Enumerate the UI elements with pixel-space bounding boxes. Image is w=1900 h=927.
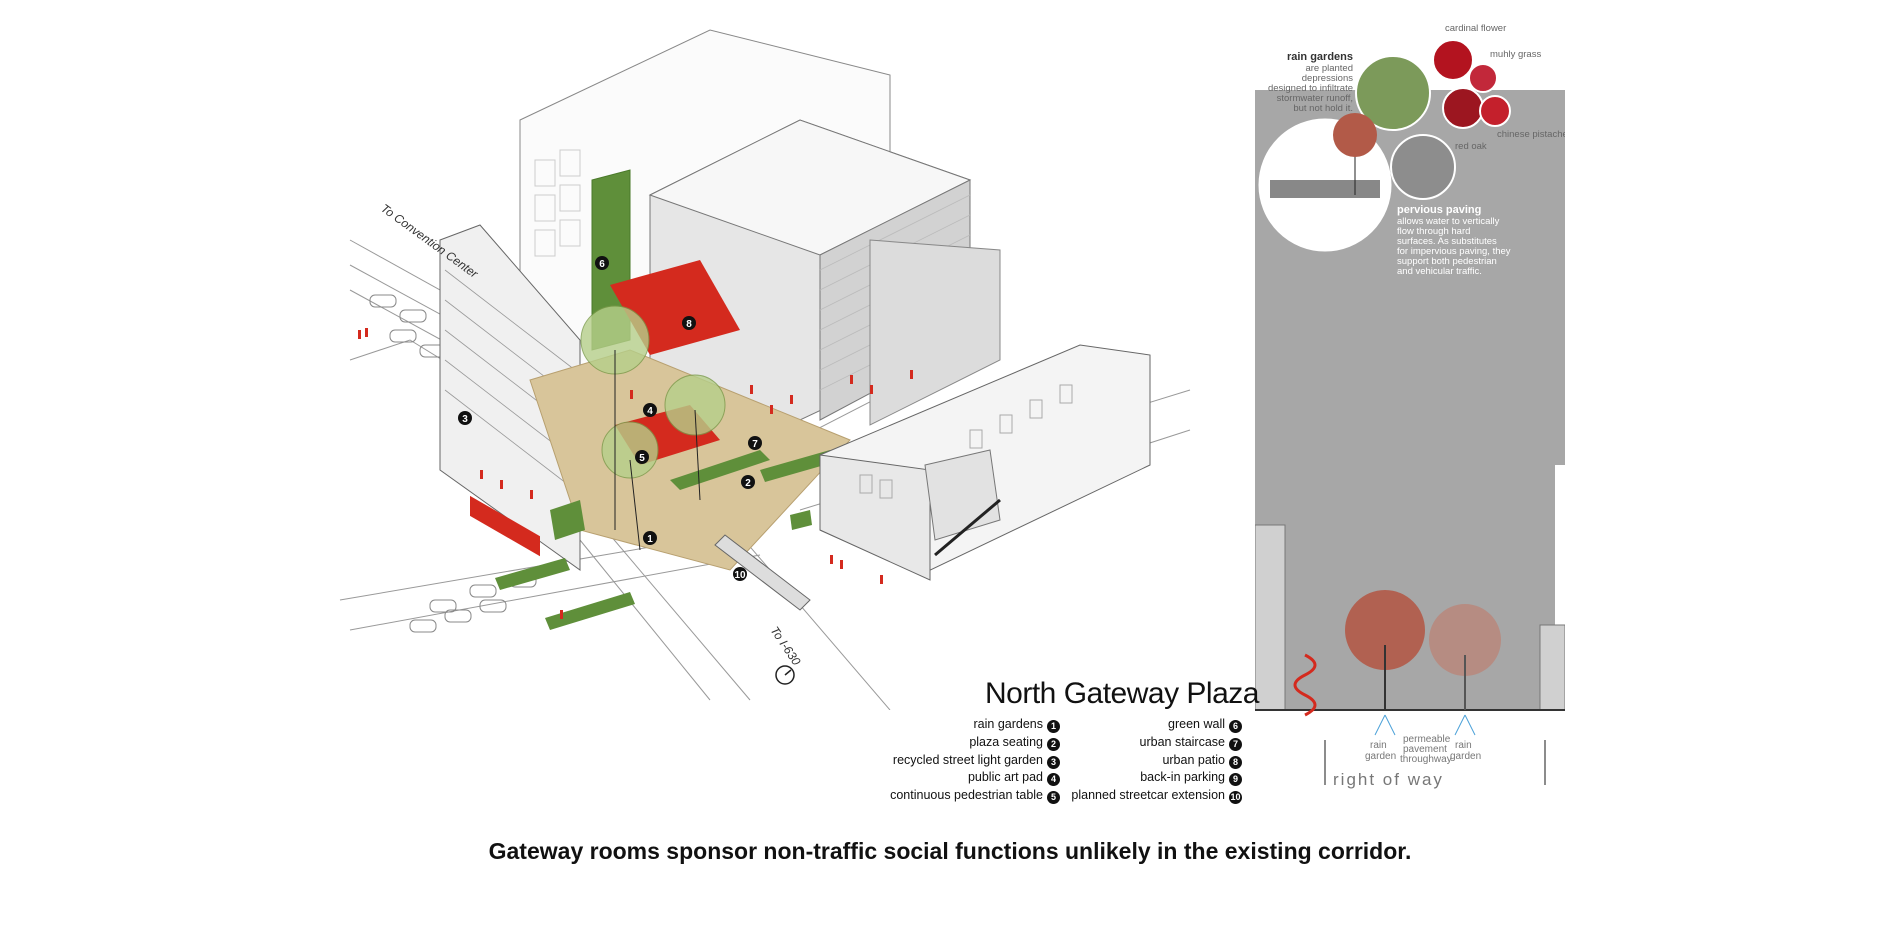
row-label-rain-2a: rain <box>1455 740 1472 751</box>
label-chinese-pistache: chinese pistache <box>1497 129 1565 140</box>
svg-text:4: 4 <box>647 406 653 417</box>
root-zones <box>1374 714 1476 736</box>
callout-chinese-pistache <box>1479 95 1511 127</box>
rain-gardens-line-1: are planted <box>1305 63 1353 74</box>
callout-red-oak <box>1442 87 1484 129</box>
pervious-paving-heading: pervious paving <box>1397 204 1481 216</box>
label-cardinal-flower: cardinal flower <box>1445 23 1506 34</box>
row-label-perm-a: permeable <box>1403 734 1451 745</box>
marker-10: 10 <box>733 567 747 581</box>
plaza-trees <box>580 305 726 551</box>
callout-section-paving <box>1270 180 1380 198</box>
marker-7: 7 <box>748 436 762 450</box>
row-label-rain-2b: garden <box>1450 751 1481 762</box>
callout-pervious-paving <box>1390 134 1456 200</box>
rain-gardens-line-3: designed to infiltrate <box>1268 83 1353 94</box>
rain-gardens-line-2: depressions <box>1302 73 1353 84</box>
marker-1: 1 <box>643 531 657 545</box>
svg-text:8: 8 <box>686 319 692 330</box>
right-low-building <box>819 344 1151 581</box>
svg-text:1: 1 <box>647 534 653 545</box>
caption: Gateway rooms sponsor non-traffic social… <box>488 838 1412 864</box>
svg-text:5: 5 <box>639 453 645 464</box>
label-red-oak: red oak <box>1455 141 1487 152</box>
rain-gardens-line-4: stormwater runoff, <box>1277 93 1353 104</box>
right-of-way-label: right of way <box>1333 770 1444 789</box>
svg-text:7: 7 <box>752 439 758 450</box>
pervious-line-5: support both pedestrian <box>1397 256 1497 267</box>
pervious-line-3: surfaces. As substitutes <box>1397 236 1497 247</box>
rain-garden-strips <box>495 450 835 630</box>
pervious-line-4: for impervious paving, they <box>1397 246 1511 257</box>
rain-gardens-heading: rain gardens <box>1287 51 1353 63</box>
marker-5: 5 <box>635 450 649 464</box>
diagram-title: North Gateway Plaza <box>985 677 1259 710</box>
marker-2: 2 <box>741 475 755 489</box>
red-spiral-stair <box>1293 653 1317 717</box>
pervious-line-1: allows water to vertically <box>1397 216 1500 227</box>
north-arrow-icon <box>775 665 795 685</box>
svg-text:6: 6 <box>599 259 605 270</box>
pervious-line-6: and vehicular traffic. <box>1397 266 1482 277</box>
people <box>358 328 913 619</box>
gray-box-building <box>648 119 1001 426</box>
callout-muhly-grass <box>1468 63 1498 93</box>
street-label-i630: To I-630 <box>768 624 804 668</box>
svg-text:10: 10 <box>734 570 746 581</box>
section-panel: rain garden permeable pavement throughwa… <box>1255 23 1565 789</box>
marker-4: 4 <box>643 403 657 417</box>
row-label-rain-1b: garden <box>1365 751 1396 762</box>
left-building <box>439 224 581 571</box>
row-label-rain-1a: rain <box>1370 740 1387 751</box>
svg-text:2: 2 <box>745 478 751 489</box>
label-muhly-grass: muhly grass <box>1490 49 1541 60</box>
pervious-line-2: flow through hard <box>1397 226 1470 237</box>
marker-8: 8 <box>682 316 696 330</box>
svg-text:3: 3 <box>462 414 468 425</box>
callout-cardinal-flower <box>1432 39 1474 81</box>
callout-rain-garden-photo <box>1355 55 1431 131</box>
marker-3: 3 <box>458 411 472 425</box>
streetcar <box>714 534 811 611</box>
section-trees <box>1345 590 1501 710</box>
marker-6: 6 <box>595 256 609 270</box>
rain-gardens-line-5: but not hold it. <box>1293 103 1353 114</box>
axonometric-drawing: To Convention Center To I-630 1 2 3 4 5 … <box>339 29 1191 710</box>
callout-section-tree <box>1333 113 1377 157</box>
urban-staircase <box>934 498 1001 557</box>
row-label-perm-b: pavement <box>1403 744 1447 755</box>
row-label-perm-c: throughway <box>1400 754 1452 765</box>
